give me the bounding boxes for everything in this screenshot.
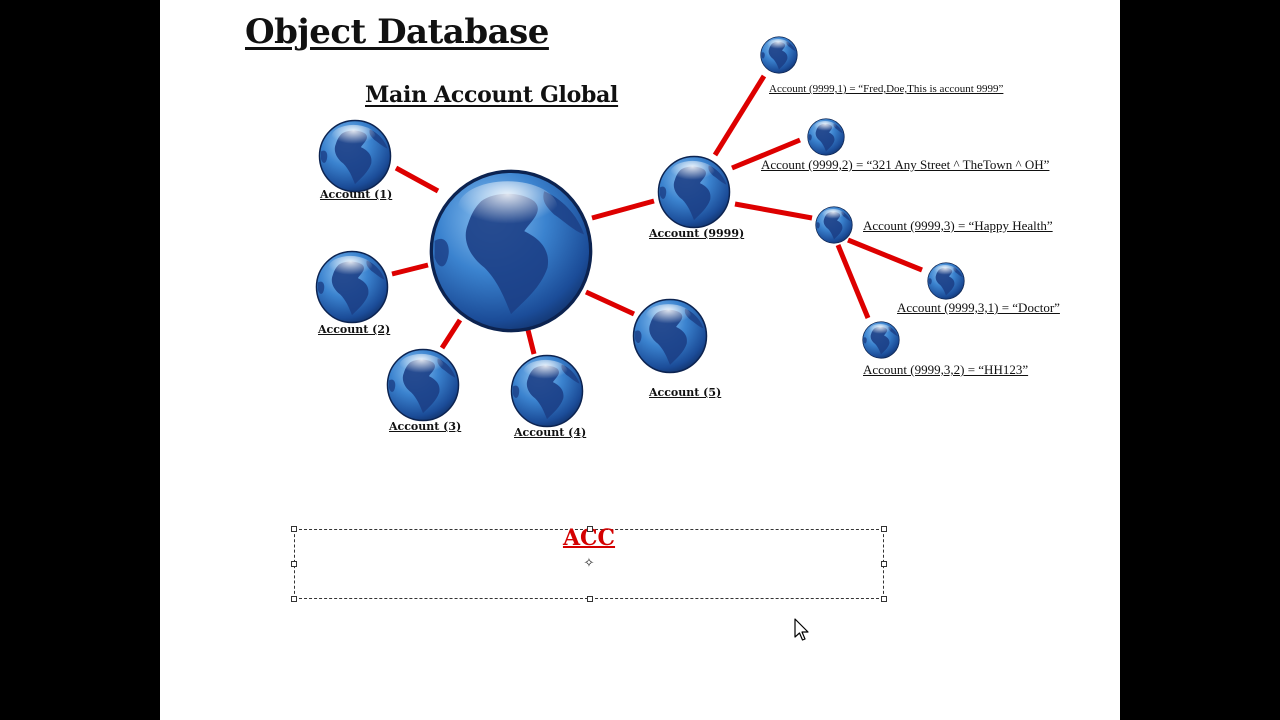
connector-main-account-5 xyxy=(584,289,636,317)
account-9999-label[interactable]: Account (9999) xyxy=(649,227,745,240)
resize-handle-bottom-left[interactable] xyxy=(291,596,297,602)
account-9999-3-label[interactable]: Account (9999,3) = “Happy Health” xyxy=(863,218,1053,233)
account-9999-2-label[interactable]: Account (9999,2) = “321 Any Street ^ The… xyxy=(761,157,1050,172)
globe-network-diagram xyxy=(315,36,965,428)
account-9999-globe-icon[interactable] xyxy=(657,155,731,229)
account-9999-1-globe-icon[interactable] xyxy=(760,36,798,74)
account-3-globe-icon[interactable] xyxy=(386,348,460,422)
resize-handle-top-right[interactable] xyxy=(881,526,887,532)
account-2-label[interactable]: Account (2) xyxy=(318,323,391,336)
text-box-selection[interactable]: ACC ✧ xyxy=(291,525,887,602)
account-4-globe-icon[interactable] xyxy=(510,354,584,428)
connector-main-account-3 xyxy=(439,318,463,350)
account-9999-2-globe-icon[interactable] xyxy=(807,118,845,156)
resize-handle-bottom[interactable] xyxy=(587,596,593,602)
connector-9999-3-9999-3-1 xyxy=(847,237,923,273)
connector-9999-9999-1 xyxy=(712,74,767,157)
slide-title[interactable]: Object Database xyxy=(245,12,549,52)
move-cursor-icon: ✧ xyxy=(583,556,595,571)
connectors xyxy=(391,74,923,355)
account-1-label[interactable]: Account (1) xyxy=(320,188,393,201)
account-3-label[interactable]: Account (3) xyxy=(389,420,462,433)
main-account-globe-icon[interactable] xyxy=(429,169,593,333)
account-9999-1-label[interactable]: Account (9999,1) = “Fred,Doe,This is acc… xyxy=(769,83,1004,95)
account-9999-3-1-globe-icon[interactable] xyxy=(927,262,965,300)
account-5-globe-icon[interactable] xyxy=(632,298,708,374)
account-4-label[interactable]: Account (4) xyxy=(514,426,587,439)
connector-9999-3-9999-3-2 xyxy=(835,244,871,319)
arrow-pointer-icon xyxy=(794,618,809,641)
connector-main-account-9999 xyxy=(591,198,655,221)
account-9999-3-2-globe-icon[interactable] xyxy=(862,321,900,359)
account-9999-3-1-label[interactable]: Account (9999,3,1) = “Doctor” xyxy=(897,300,1060,315)
account-9999-3-globe-icon[interactable] xyxy=(815,206,853,244)
connector-main-account-2 xyxy=(391,262,429,277)
resize-handle-top-left[interactable] xyxy=(291,526,297,532)
resize-handle-left[interactable] xyxy=(291,561,297,567)
resize-handle-bottom-right[interactable] xyxy=(881,596,887,602)
connector-9999-9999-3 xyxy=(734,201,813,221)
resize-handle-right[interactable] xyxy=(881,561,887,567)
resize-handle-top[interactable] xyxy=(587,526,593,532)
connector-main-account-4 xyxy=(525,329,537,355)
connector-main-account-1 xyxy=(394,165,440,194)
account-1-globe-icon[interactable] xyxy=(318,119,392,193)
diagram-subtitle[interactable]: Main Account Global xyxy=(365,82,619,108)
account-5-label[interactable]: Account (5) xyxy=(649,386,722,399)
account-9999-3-2-label[interactable]: Account (9999,3,2) = “HH123” xyxy=(863,362,1029,377)
connector-9999-9999-2 xyxy=(731,137,801,171)
slide-canvas[interactable]: Object Database Main Account Global xyxy=(160,0,1120,720)
account-2-globe-icon[interactable] xyxy=(315,250,389,324)
